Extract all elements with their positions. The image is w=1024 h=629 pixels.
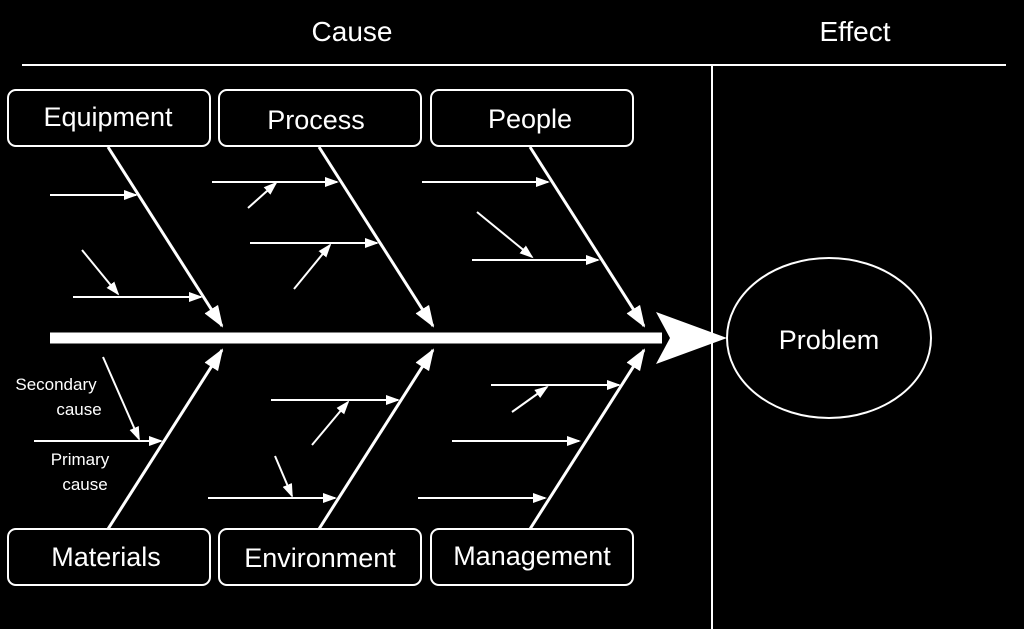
effect-label: Problem [779, 325, 880, 355]
primary-cause-note-line2: cause [62, 475, 107, 494]
secondary-cause-arrow [247, 181, 278, 209]
category-label: Materials [51, 542, 161, 572]
category-label: Environment [244, 543, 396, 573]
bone-management [528, 348, 646, 530]
category-label: Management [453, 541, 611, 571]
secondary-cause-arrow [511, 385, 549, 413]
secondary-cause-arrow [81, 249, 120, 296]
bone-materials [106, 348, 224, 530]
cause-header: Cause [312, 16, 393, 47]
category-label: Process [267, 105, 365, 135]
category-box-process: Process [218, 89, 422, 147]
secondary-cause-arrow [311, 400, 350, 446]
category-label: Equipment [43, 102, 173, 132]
category-label: People [488, 104, 572, 134]
secondary-cause-arrow [274, 455, 293, 498]
bone-people [528, 146, 646, 328]
category-box-equipment: Equipment [7, 89, 211, 147]
bone-equipment [106, 146, 224, 328]
effect-header: Effect [819, 16, 890, 47]
category-box-environment: Environment [218, 528, 422, 586]
secondary-cause-arrow [102, 356, 140, 441]
secondary-cause-arrow [476, 211, 534, 259]
bone-environment [317, 348, 435, 530]
effect-node: Problem [726, 257, 932, 419]
category-box-materials: Materials [7, 528, 211, 586]
secondary-cause-note-line1: Secondary [15, 375, 97, 394]
category-box-management: Management [430, 528, 634, 586]
category-box-people: People [430, 89, 634, 147]
secondary-cause-arrow [293, 243, 332, 290]
secondary-cause-note-line2: cause [56, 400, 101, 419]
bone-process [317, 146, 435, 328]
primary-cause-note-line1: Primary [51, 450, 110, 469]
spine-arrowhead [656, 312, 727, 364]
